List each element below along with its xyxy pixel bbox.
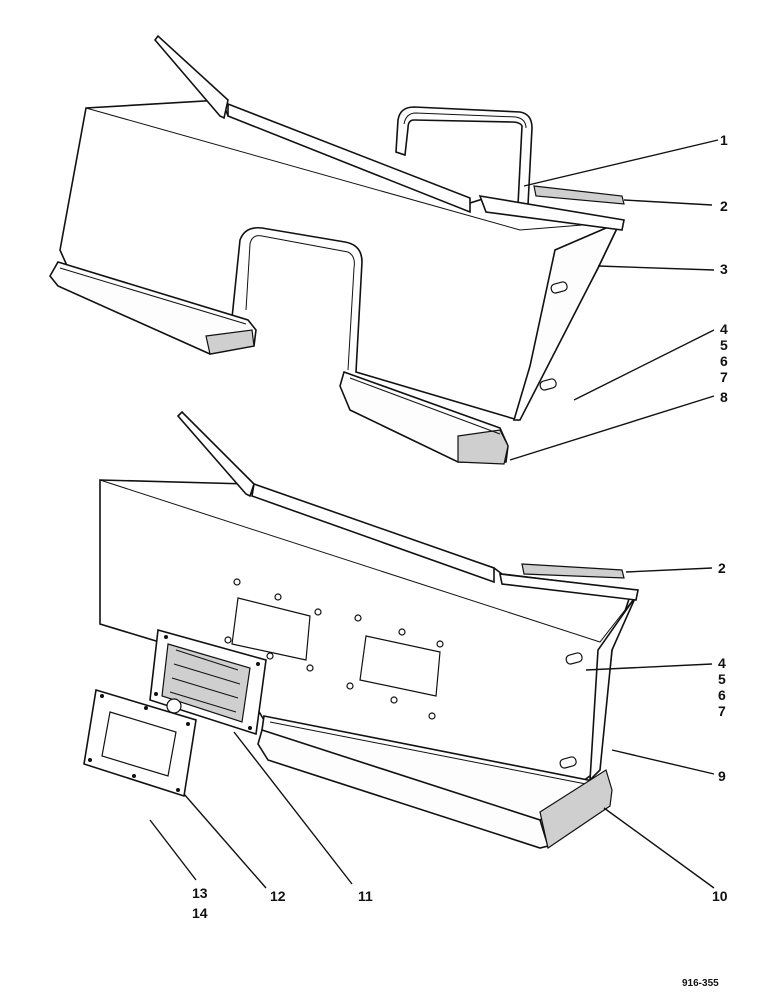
callout-2-upper: 2 bbox=[720, 198, 728, 214]
callout-3: 3 bbox=[720, 261, 728, 277]
callout-6-upper: 6 bbox=[720, 353, 728, 369]
upper-top-flange-right bbox=[478, 194, 625, 231]
foam-strip-part-2-upper bbox=[533, 185, 625, 205]
upper-top-flange-center bbox=[227, 102, 471, 214]
foam-strip-part-2-lower bbox=[521, 563, 625, 579]
foam-seal-part-8 bbox=[457, 429, 509, 465]
callout-7-lower: 7 bbox=[718, 703, 726, 719]
mounting-holes bbox=[224, 578, 444, 720]
side-slot-upper bbox=[550, 281, 568, 294]
upper-housing-assembly bbox=[49, 34, 625, 465]
lower-top-flange-right bbox=[498, 573, 639, 601]
gauge-opening-left bbox=[231, 597, 311, 661]
callout-9: 9 bbox=[718, 768, 726, 784]
figure-number: 916-355 bbox=[682, 978, 719, 989]
callout-labels: 1 2 3 4 5 6 7 8 2 4 5 6 7 9 10 11 12 13 … bbox=[192, 132, 728, 921]
side-slot-lower bbox=[539, 378, 557, 391]
foam-seal-part-10 bbox=[539, 769, 613, 849]
lower-side-slot-lower bbox=[559, 756, 577, 769]
lower-side-slot-upper bbox=[565, 652, 583, 665]
callout-12: 12 bbox=[270, 888, 286, 904]
callout-4-upper: 4 bbox=[720, 321, 728, 337]
callout-5-upper: 5 bbox=[720, 337, 728, 353]
upper-housing-side-face bbox=[512, 220, 622, 421]
bottom-seal-part-10 bbox=[257, 728, 550, 849]
callout-10: 10 bbox=[712, 888, 728, 904]
callout-2-lower: 2 bbox=[718, 560, 726, 576]
leader-lines bbox=[149, 139, 719, 889]
window-seal-part-1 bbox=[395, 106, 533, 206]
callout-1: 1 bbox=[720, 132, 728, 148]
lower-top-flange-center bbox=[251, 482, 495, 584]
callout-11: 11 bbox=[358, 888, 373, 904]
callout-7-upper: 7 bbox=[720, 369, 728, 385]
callout-13: 13 bbox=[192, 885, 208, 901]
lower-housing-assembly bbox=[83, 410, 639, 849]
upper-top-flange-left bbox=[153, 34, 229, 120]
callout-8: 8 bbox=[720, 389, 728, 405]
lower-top-flange-left bbox=[176, 410, 255, 498]
callout-4-lower: 4 bbox=[718, 655, 726, 671]
lower-housing-side-face bbox=[589, 595, 637, 783]
callout-14: 14 bbox=[192, 905, 208, 921]
callout-6-lower: 6 bbox=[718, 687, 726, 703]
gauge-opening-right bbox=[359, 635, 441, 697]
gasket-plate-part-12 bbox=[83, 688, 197, 798]
gauge-boot-part-11 bbox=[149, 628, 267, 736]
callout-5-lower: 5 bbox=[718, 671, 726, 687]
